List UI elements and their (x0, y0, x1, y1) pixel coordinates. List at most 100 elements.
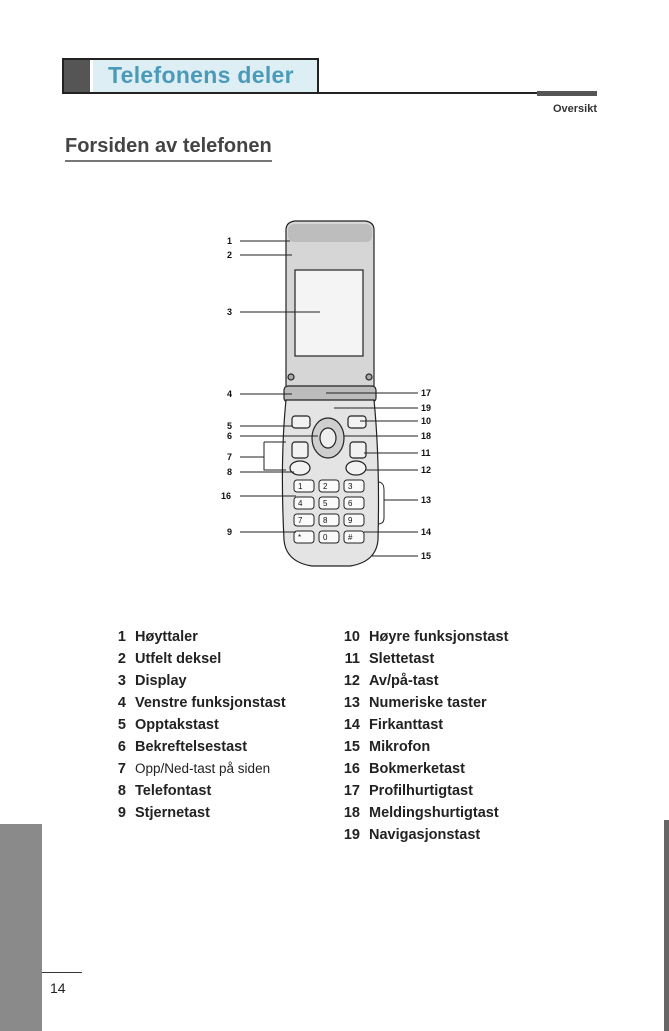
legend-number: 2 (117, 651, 126, 667)
callout-numbers: 1 2 3 4 5 6 7 8 16 9 17 19 10 18 11 12 1… (221, 236, 431, 561)
left-soft-key (291, 415, 311, 429)
key-row-4: * 0 # (293, 530, 365, 544)
end-key (345, 460, 367, 476)
legend-item: 5 Opptakstast (104, 714, 286, 736)
legend-item: 17 Profilhurtigtast (336, 780, 508, 802)
key-9 (343, 513, 365, 527)
key-6 (343, 496, 365, 510)
key-7-label: 7 (298, 516, 303, 525)
key-0 (318, 530, 340, 544)
key-row-1: 1 2 3 (293, 479, 365, 493)
callout-6: 6 (227, 431, 232, 441)
clear-key (349, 441, 367, 459)
callout-8: 8 (227, 467, 232, 477)
legend-number: 16 (343, 761, 360, 777)
callout-11: 11 (421, 448, 431, 458)
callout-9: 9 (227, 527, 232, 537)
callout-10: 10 (421, 416, 431, 426)
key-3 (343, 479, 365, 493)
key-row-3: 7 8 9 (293, 513, 365, 527)
legend-number: 4 (117, 695, 126, 711)
legend-number: 18 (343, 805, 360, 821)
send-key (289, 460, 311, 476)
legend-label: Venstre funksjonstast (135, 695, 286, 711)
legend-label: Telefontast (135, 783, 212, 799)
key-2 (318, 479, 340, 493)
legend-number: 15 (343, 739, 360, 755)
key-2-label: 2 (323, 482, 328, 491)
legend-label: Opptakstast (135, 717, 219, 733)
phone-diagram: 1 2 3 4 5 6 7 8 9 * 0 # (221, 220, 431, 567)
header-rule (62, 92, 597, 94)
callout-13: 13 (421, 495, 431, 505)
right-soft-key (347, 415, 367, 429)
legend-item: 10 Høyre funksjonstast (336, 626, 509, 648)
legend-number: 13 (343, 695, 360, 711)
record-key (291, 441, 309, 459)
legend-item: 3 Display (104, 670, 286, 692)
key-9-label: 9 (348, 516, 353, 525)
key-row-2: 4 5 6 (293, 496, 365, 510)
legend-label: Numeriske taster (369, 695, 487, 711)
key-1 (293, 479, 315, 493)
legend-item: 13 Numeriske taster (336, 692, 508, 714)
legend-number: 10 (343, 629, 360, 645)
page-edge-bar (664, 820, 669, 1031)
flip-top-strip (288, 224, 372, 242)
subtitle: Forsiden av telefonen (65, 135, 272, 162)
callout-19: 19 (421, 403, 431, 413)
legend-number: 7 (117, 761, 126, 777)
callout-14: 14 (421, 527, 431, 537)
legend-label: Utfelt deksel (135, 651, 222, 667)
legend-label: Bokmerketast (369, 761, 465, 777)
legend-label: Profilhurtigtast (369, 783, 473, 799)
callout-3: 3 (227, 307, 232, 317)
legend-number: 11 (344, 651, 360, 667)
legend-number: 12 (343, 673, 360, 689)
header-square-marker (64, 60, 90, 92)
leader-7 (240, 441, 286, 471)
legend-label: Display (135, 673, 187, 689)
key-hash (343, 530, 365, 544)
phone-display (294, 269, 364, 357)
section-label: Oversikt (552, 103, 597, 115)
callout-12: 12 (421, 465, 431, 475)
key-hash-label: # (348, 533, 353, 542)
key-4 (293, 496, 315, 510)
key-6-label: 6 (348, 499, 353, 508)
legend-item: 2 Utfelt deksel (104, 648, 286, 670)
legend-item: 19 Navigasjonstast (336, 824, 508, 846)
key-star (293, 530, 315, 544)
legend-number: 5 (117, 717, 126, 733)
legend-item: 7 Opp/Ned-tast på siden (104, 758, 286, 780)
legend-label: Av/på-tast (369, 673, 439, 689)
callout-5: 5 (227, 421, 232, 431)
callout-1: 1 (227, 236, 232, 246)
legend-label: Slettetast (369, 651, 435, 667)
leader-13 (377, 481, 418, 525)
legend-item: 16 Bokmerketast (336, 758, 508, 780)
legend-number: 3 (117, 673, 126, 689)
callout-15: 15 (421, 551, 431, 561)
hinge-screw-right (365, 373, 373, 381)
callout-lines (240, 240, 418, 557)
key-5-label: 5 (323, 499, 328, 508)
callout-17: 17 (421, 388, 431, 398)
legend-column-2: 10 Høyre funksjonstast 11 Slettetast 12 Av/… (336, 626, 509, 846)
callout-16: 16 (221, 491, 231, 501)
legend-number: 1 (117, 629, 126, 645)
header-separator (90, 60, 93, 92)
legend-number: 17 (343, 783, 360, 799)
legend-item: 4 Venstre funksjonstast (104, 692, 286, 714)
page-number-rule (42, 972, 82, 973)
legend-label: Navigasjonstast (369, 827, 481, 843)
header-rule-tab (537, 91, 597, 96)
legend-number: 19 (343, 827, 360, 843)
legend-label: Opp/Ned-tast på siden (135, 761, 271, 776)
legend-label: Høyre funksjonstast (369, 629, 509, 645)
